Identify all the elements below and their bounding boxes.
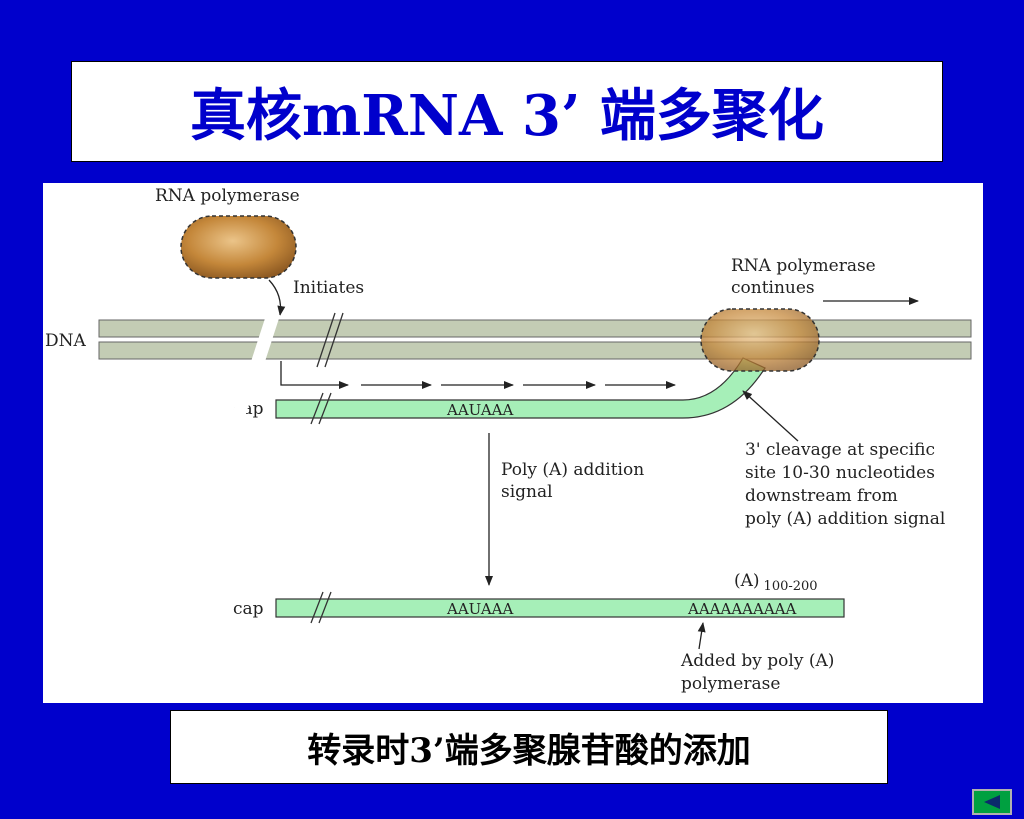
rna-polymerase-label: RNA polymerase — [155, 186, 300, 206]
mrna-top-break-gap — [229, 395, 253, 423]
mrna-bottom-break-line-1 — [310, 591, 324, 624]
cleavage-arrow — [742, 390, 799, 442]
slide-title: 真核mRNA 3’ 端多聚化 — [190, 83, 824, 149]
continues-label-line1: RNA polymerase — [731, 256, 876, 276]
dna-break-gap — [249, 315, 281, 365]
slide-caption: 转录时3’端多聚腺苷酸的添加 — [307, 730, 751, 771]
title-box: 真核mRNA 3’ 端多聚化 — [71, 61, 943, 162]
aauaaa-bottom: AAUAAA — [446, 600, 514, 618]
polyadenylation-diagram: RNA polymerase Initiates DNA cap AAUAAA … — [43, 183, 983, 703]
caption-box: 转录时3’端多聚腺苷酸的添加 — [170, 710, 888, 784]
polya-tail: AAAAAAAAAA — [687, 600, 796, 618]
dna-break-line-2 — [324, 312, 344, 368]
cleavage-label-line3: downstream from — [745, 486, 898, 506]
polya-label-main: (A) — [734, 571, 760, 591]
initiates-label: Initiates — [293, 278, 364, 298]
aauaaa-top: AAUAAA — [446, 401, 514, 419]
initiates-arrow — [268, 279, 286, 316]
mrna-bottom-break-gap — [164, 594, 188, 622]
polya-label: (A) 100-200 — [734, 571, 818, 594]
mrna-top — [275, 357, 766, 419]
added-arrow — [697, 622, 706, 650]
back-button[interactable] — [972, 789, 1012, 815]
rna-polymerase-continuing — [700, 308, 820, 372]
cleavage-label-line4: poly (A) addition signal — [745, 509, 945, 529]
rna-polymerase-initial — [180, 215, 297, 279]
added-label-line2: polymerase — [681, 674, 780, 694]
added-label-line1: Added by poly (A) — [680, 651, 834, 671]
dna-strand-top — [98, 319, 972, 338]
dna-break-line-1 — [316, 312, 336, 368]
dna-label: DNA — [45, 331, 87, 351]
cleavage-label-line1: 3' cleavage at specific — [745, 440, 935, 460]
mrna-bottom-break-line-2 — [318, 591, 332, 624]
mrna-top-break-line-1 — [310, 392, 324, 425]
cleavage-label-line2: site 10-30 nucleotides — [745, 463, 935, 483]
polya-label-subscript: 100-200 — [764, 579, 818, 594]
dna-strand-bottom — [98, 341, 972, 360]
cap-label-bottom: cap — [233, 599, 264, 619]
diagram-canvas: RNA polymerase Initiates DNA cap AAUAAA … — [45, 186, 972, 694]
back-arrow-icon — [984, 795, 1000, 809]
continues-label-line2: continues — [731, 278, 815, 298]
signal-label-line2: signal — [501, 482, 553, 502]
transcription-start-arrow — [280, 361, 349, 389]
mrna-bottom — [275, 598, 845, 618]
signal-label-line1: Poly (A) addition — [501, 460, 644, 480]
mrna-top-break-line-2 — [318, 392, 332, 425]
